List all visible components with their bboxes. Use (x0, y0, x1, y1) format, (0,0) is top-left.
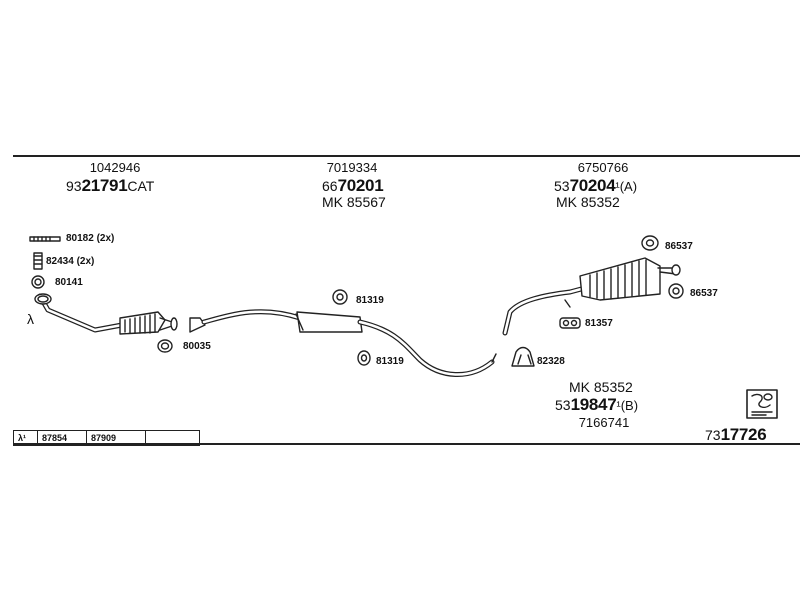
middle-part-prefix: 66 (322, 178, 338, 194)
clamp-icon-81357 (559, 317, 581, 329)
label-82434: 82434 (2x) (46, 256, 95, 267)
middle-part-number: 6670201 (322, 176, 384, 195)
bottom-rule (13, 443, 800, 445)
label-86537-bottom: 86537 (690, 288, 718, 299)
rubber-mount-icon-81319-bottom (357, 350, 371, 366)
rear-b-kit: MK 85352 (569, 379, 633, 395)
bolt-icon-80182 (29, 236, 61, 242)
middle-part-main: 70201 (337, 176, 384, 195)
middle-kit: MK 85567 (322, 194, 386, 210)
rubber-mount-icon-86537-top (641, 235, 659, 251)
label-81357: 81357 (585, 318, 613, 329)
lambda-sensor-symbol: λ (27, 311, 34, 327)
spring-icon-82434 (33, 252, 43, 270)
label-80035: 80035 (183, 341, 211, 352)
rear-b-part-number: 5319847¹(B) (555, 396, 638, 414)
rear-a-note: ¹ (615, 179, 620, 194)
gasket-icon-80141 (31, 275, 45, 289)
rear-a-variant: (A) (619, 179, 638, 194)
set-number-prefix: 73 (705, 427, 721, 443)
rear-a-part-prefix: 53 (554, 178, 570, 194)
rear-a-ref: 6750766 (577, 160, 629, 175)
rear-muffler-icon (502, 257, 681, 336)
top-rule (13, 155, 800, 157)
rear-b-part-prefix: 53 (555, 397, 571, 413)
label-80182: 80182 (2x) (66, 233, 115, 244)
table-cell-87854: 87854 (38, 431, 87, 445)
rear-b-note: ¹ (616, 398, 621, 413)
rear-a-kit: MK 85352 (556, 194, 620, 210)
rear-b-variant: (B) (620, 398, 639, 413)
front-part-suffix: CAT (127, 178, 155, 194)
label-81319-bottom: 81319 (376, 356, 404, 367)
application-table: λ¹ 87854 87909 (13, 430, 200, 446)
front-part-prefix: 93 (66, 178, 82, 194)
gasket-icon-80035 (157, 339, 173, 353)
middle-pipe-icon (189, 309, 497, 377)
front-pipe-icon (34, 293, 178, 335)
exhaust-set-icon (746, 389, 778, 419)
rubber-mount-icon-81319-top (332, 289, 348, 305)
front-part-main: 21791 (81, 176, 128, 195)
rear-a-part-number: 5370204¹(A) (554, 177, 637, 195)
rear-b-part-main: 19847 (570, 395, 617, 414)
set-number-main: 17726 (720, 425, 767, 444)
label-81319-top: 81319 (356, 295, 384, 306)
rear-b-ref: 7166741 (578, 415, 630, 430)
front-ref: 1042946 (89, 160, 141, 175)
table-cell-87909: 87909 (87, 431, 146, 445)
middle-ref: 7019334 (326, 160, 378, 175)
label-86537-top: 86537 (665, 241, 693, 252)
label-82328: 82328 (537, 356, 565, 367)
table-cell-lambda: λ¹ (14, 431, 38, 445)
set-number: 7317726 (705, 425, 767, 444)
clamp-icon-82328 (511, 346, 535, 367)
front-part-number: 9321791CAT (66, 177, 154, 195)
label-80141: 80141 (55, 277, 83, 288)
rear-a-part-main: 70204 (569, 176, 616, 195)
rubber-mount-icon-86537-bottom (668, 283, 684, 299)
